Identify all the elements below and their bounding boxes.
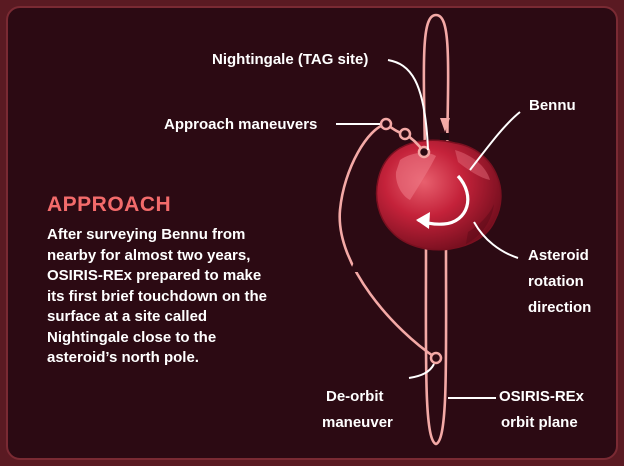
approach-maneuver-dot-2 xyxy=(400,129,410,139)
label-rotation-2: rotation xyxy=(528,272,584,291)
label-rotation-3: direction xyxy=(528,298,591,317)
approach-description: After surveying Bennu from nearby for al… xyxy=(47,225,277,369)
label-deorbit-2: maneuver xyxy=(322,413,393,432)
deorbit-dot xyxy=(431,353,441,363)
leader-bennu xyxy=(470,112,520,170)
tag-site-marker xyxy=(440,133,449,140)
label-orbit-2: orbit plane xyxy=(501,413,578,432)
approach-heading: APPROACH xyxy=(47,193,171,217)
label-bennu: Bennu xyxy=(529,96,576,115)
approach-maneuver-dot-1 xyxy=(381,119,391,129)
label-approach-maneuvers: Approach maneuvers xyxy=(164,115,317,134)
label-deorbit-1: De-orbit xyxy=(326,387,384,406)
leader-deorbit xyxy=(409,364,434,378)
label-rotation-1: Asteroid xyxy=(528,246,589,265)
label-orbit-1: OSIRIS-REx xyxy=(499,387,584,406)
label-nightingale: Nightingale (TAG site) xyxy=(212,50,368,69)
